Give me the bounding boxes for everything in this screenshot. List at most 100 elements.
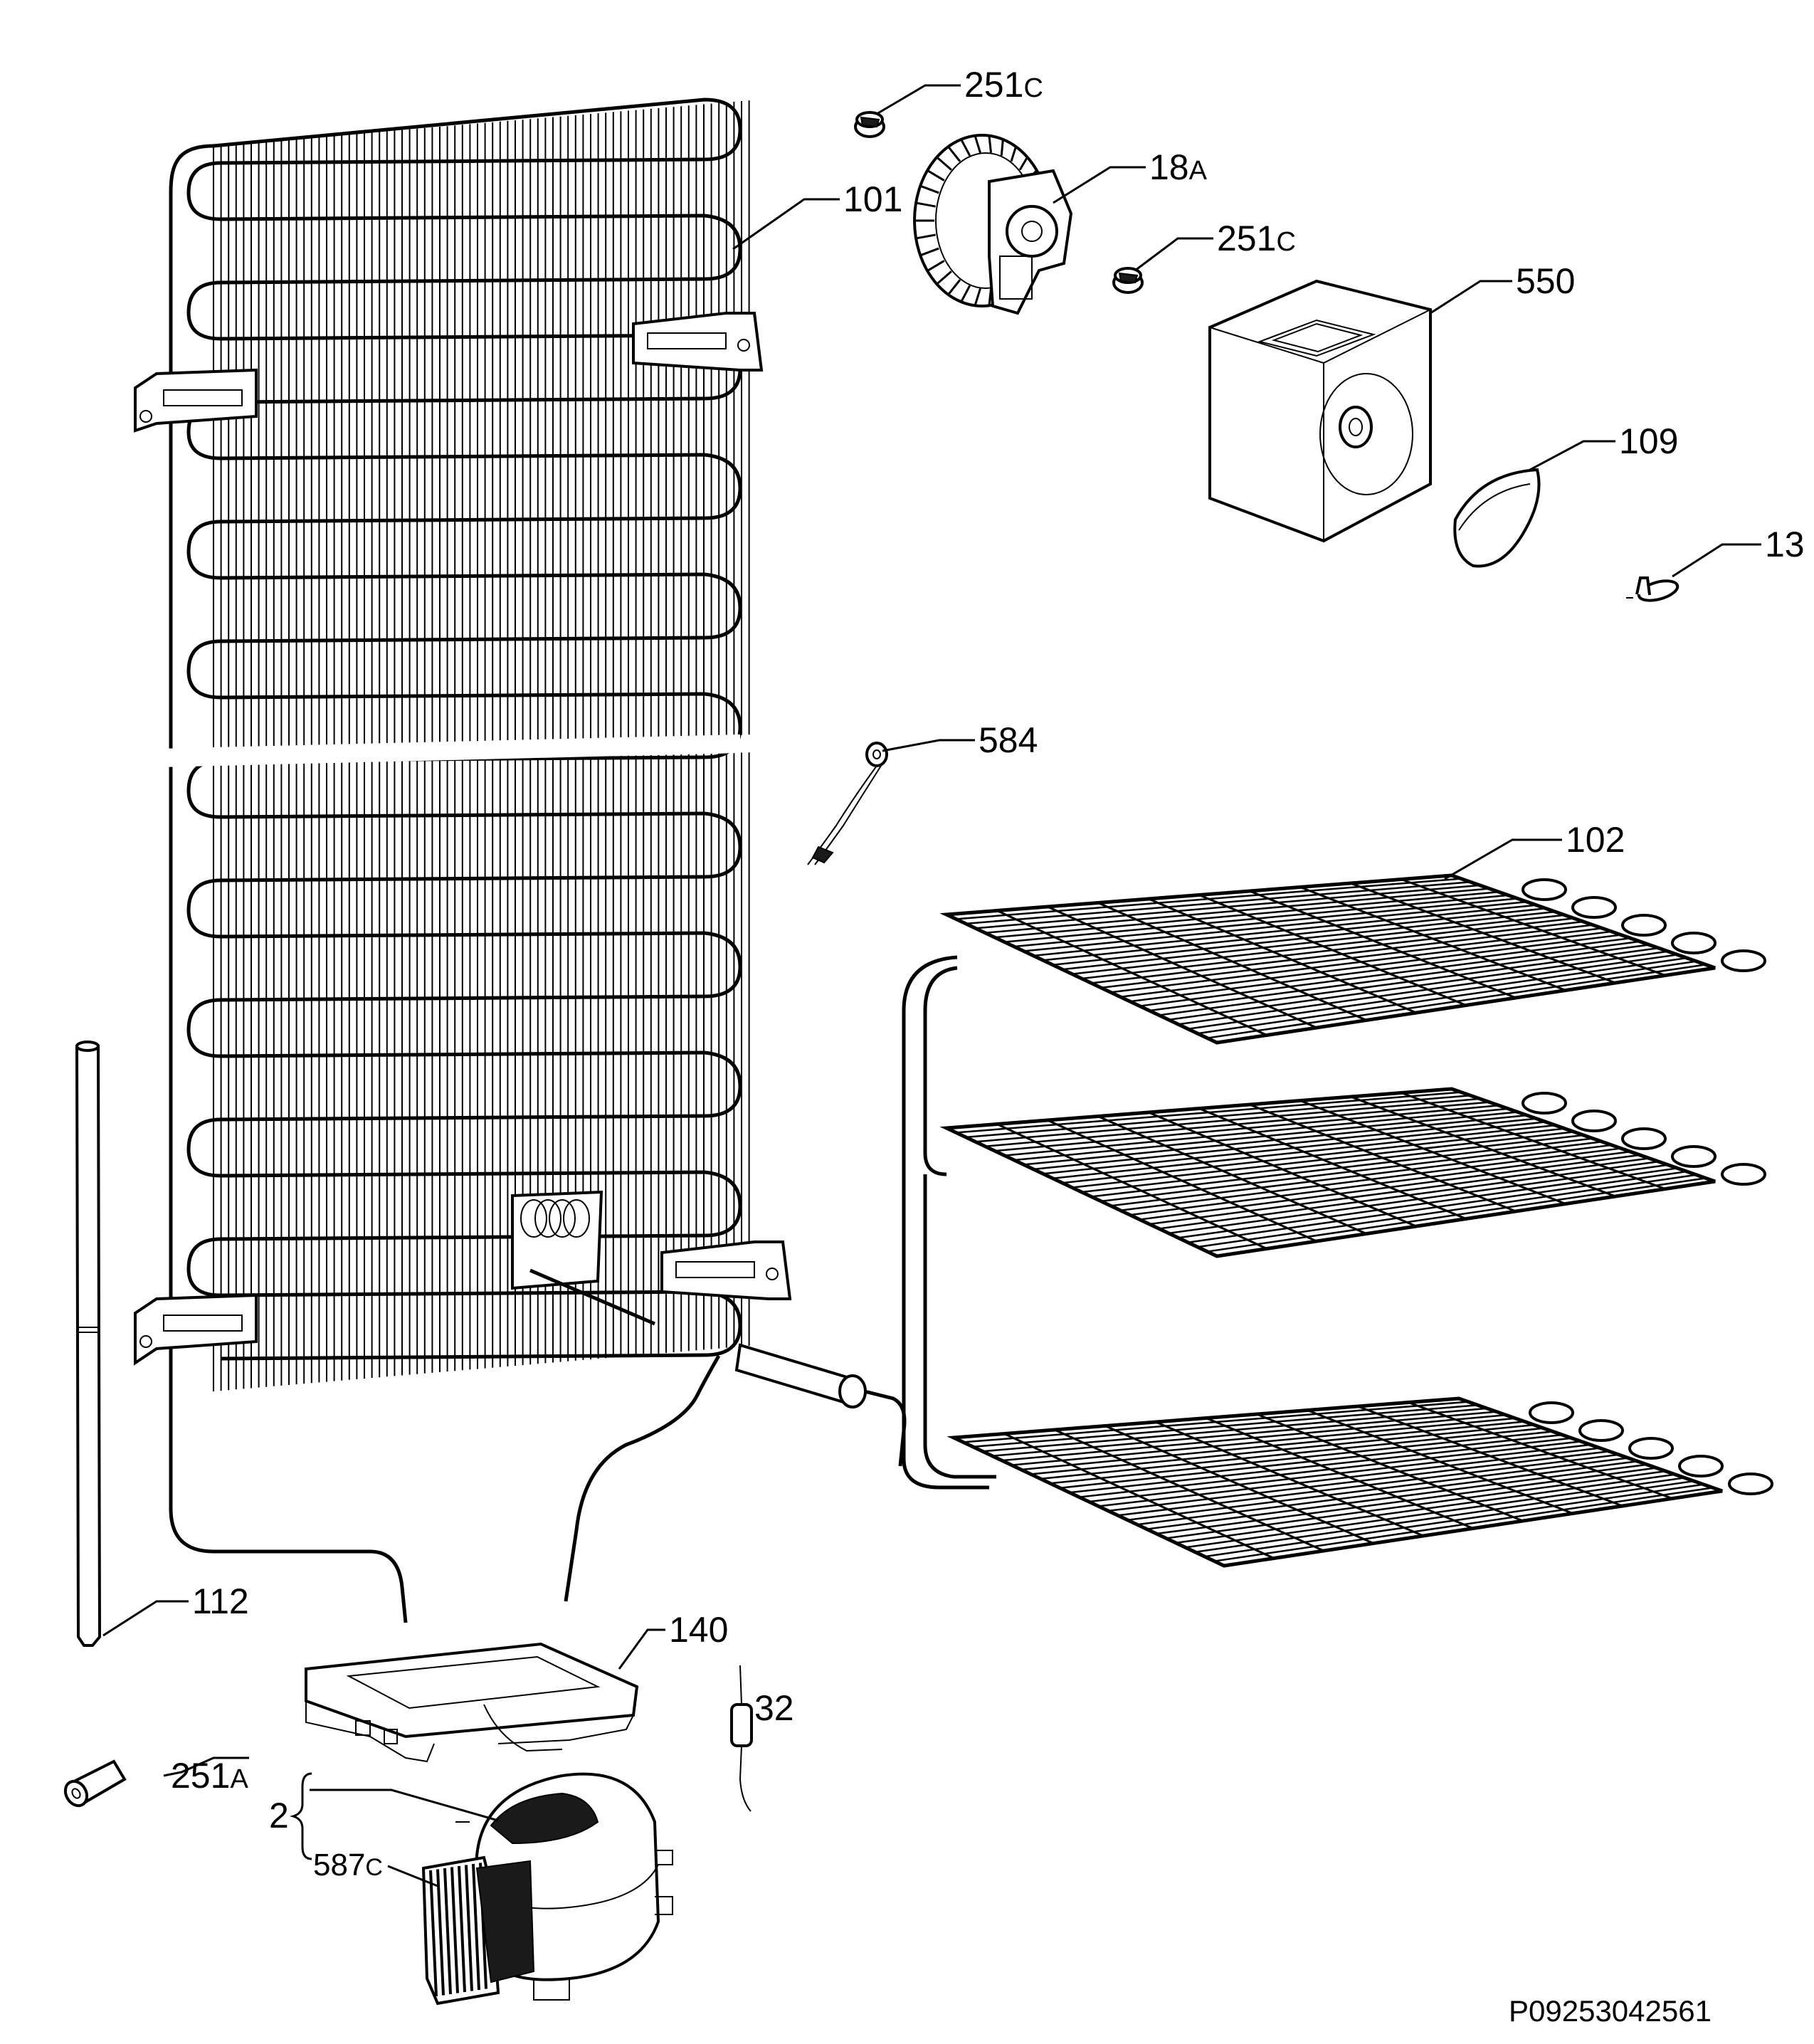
shelf-wire xyxy=(1001,1413,1507,1462)
shelf-wire xyxy=(1050,1431,1554,1485)
relay-rib xyxy=(472,1863,480,1991)
shelf-wire xyxy=(1223,1490,1723,1567)
relay-rib xyxy=(450,1867,459,1993)
capillary-coil xyxy=(511,1190,603,1290)
mounting-bracket-top-left xyxy=(134,368,258,433)
shelf-wire xyxy=(1069,1437,1572,1494)
sensor-584 xyxy=(807,742,888,865)
shelf-wire xyxy=(1207,964,1706,1039)
shelf-wire xyxy=(1053,910,1556,966)
shelf-loop xyxy=(1522,878,1567,901)
grommet-251c-top xyxy=(854,111,885,138)
shelf-wire xyxy=(956,1091,1462,1134)
callout-584: 584 xyxy=(979,720,1038,760)
shelf-wire xyxy=(966,1095,1471,1139)
shelf-wire xyxy=(1178,1167,1678,1239)
condenser-wire-grid-upper xyxy=(213,100,750,747)
shelf-loop xyxy=(1621,1127,1667,1150)
shelf-wire xyxy=(1188,1170,1687,1243)
callout-140: 140 xyxy=(669,1610,728,1650)
shelf-wire xyxy=(1197,1174,1697,1248)
shelf-wire xyxy=(946,874,1452,916)
shelf-wire xyxy=(1195,1480,1694,1553)
shelf-wire xyxy=(1129,1150,1631,1216)
condenser-break-gap xyxy=(160,734,740,767)
shelf-loop xyxy=(1678,1455,1724,1477)
fan-motor-18a xyxy=(913,134,1073,315)
condenser-serpentine-tube xyxy=(186,98,742,1361)
shelf-wire xyxy=(1185,1477,1685,1549)
lamp-13 xyxy=(1626,576,1679,602)
fan-blade xyxy=(1010,146,1017,162)
shelf-wire xyxy=(975,1097,1480,1143)
fan-blade xyxy=(919,184,939,194)
lamp-cover-109 xyxy=(1453,468,1541,568)
shelf-wire xyxy=(994,1104,1499,1152)
shelf-wire xyxy=(1175,1473,1676,1544)
shelf-wire xyxy=(985,1101,1489,1147)
fan-blade xyxy=(974,135,981,153)
shelf-wire xyxy=(1081,1134,1584,1194)
shelf-wire xyxy=(1011,1417,1516,1466)
mounting-bracket-bottom-left xyxy=(134,1293,258,1366)
shelf-wire xyxy=(982,1407,1487,1453)
shelf-wire xyxy=(1120,1147,1622,1211)
shelf-loop xyxy=(1721,1163,1766,1186)
shelf-wire xyxy=(1053,1124,1556,1179)
callout-112: 112 xyxy=(192,1581,249,1621)
shelf-wire xyxy=(1127,1457,1629,1521)
fan-blade xyxy=(915,201,936,208)
shelf-wire xyxy=(1216,1180,1716,1258)
mounting-bracket-bottom-right xyxy=(660,1240,792,1300)
shelf-wire xyxy=(1168,950,1669,1021)
shelf-wire xyxy=(1110,1144,1612,1207)
callout-251c-mid: 251C xyxy=(1217,218,1296,258)
shelf-loop xyxy=(1522,1092,1567,1115)
shelf-wire xyxy=(1129,937,1631,1003)
shelf-wire xyxy=(1072,917,1574,975)
callout-102: 102 xyxy=(1566,820,1625,860)
condenser-outlet-tube xyxy=(564,1354,721,1602)
fan-blade xyxy=(915,233,936,240)
relay-587c xyxy=(421,1855,535,2006)
shelf-wire xyxy=(1159,1160,1659,1230)
fan-blade xyxy=(1018,157,1028,171)
callout-leaders xyxy=(102,84,1761,1887)
relay-rib xyxy=(436,1869,445,1996)
shelf-loop xyxy=(1621,914,1667,937)
shelf-wire xyxy=(1117,1453,1619,1517)
evaporator-shelf-top xyxy=(939,873,1766,1045)
shelf-loop xyxy=(1671,1145,1717,1168)
shelf-wire xyxy=(1178,954,1678,1026)
shelf-wire xyxy=(1021,1421,1525,1471)
shelf-wire xyxy=(1137,1460,1638,1526)
evaporator-shelves-102 xyxy=(902,873,1773,1568)
callout-109: 109 xyxy=(1619,421,1678,461)
shelf-wire xyxy=(1013,1111,1518,1161)
shelf-wire xyxy=(1081,920,1584,980)
fan-blade xyxy=(1000,139,1004,156)
capillary-line xyxy=(529,1268,655,1326)
fan-blade xyxy=(960,139,971,157)
shelf-wire xyxy=(1079,1440,1581,1498)
shelf-wire xyxy=(1091,924,1593,984)
shelf-wire xyxy=(963,1401,1469,1443)
bushing-251a xyxy=(63,1759,127,1808)
shelf-loop xyxy=(1578,1419,1624,1442)
fan-blade xyxy=(947,279,961,295)
shelf-loop xyxy=(1671,932,1717,954)
shelf-wire xyxy=(1156,1467,1657,1535)
mounting-bracket-top-right xyxy=(632,312,764,372)
shelf-wire xyxy=(1149,944,1650,1012)
shelf-wire xyxy=(1013,897,1518,948)
shelf-wire xyxy=(1166,1470,1666,1539)
shelf-wire xyxy=(1030,1423,1534,1475)
callout-251c-top: 251C xyxy=(964,65,1043,105)
grommet-251c-mid xyxy=(1112,267,1144,294)
shelf-wire xyxy=(992,1411,1497,1457)
shelf-wire xyxy=(1100,1141,1603,1203)
shelf-wire xyxy=(1091,1137,1593,1198)
shelf-wire xyxy=(1072,1131,1574,1189)
fan-blade xyxy=(936,156,952,171)
